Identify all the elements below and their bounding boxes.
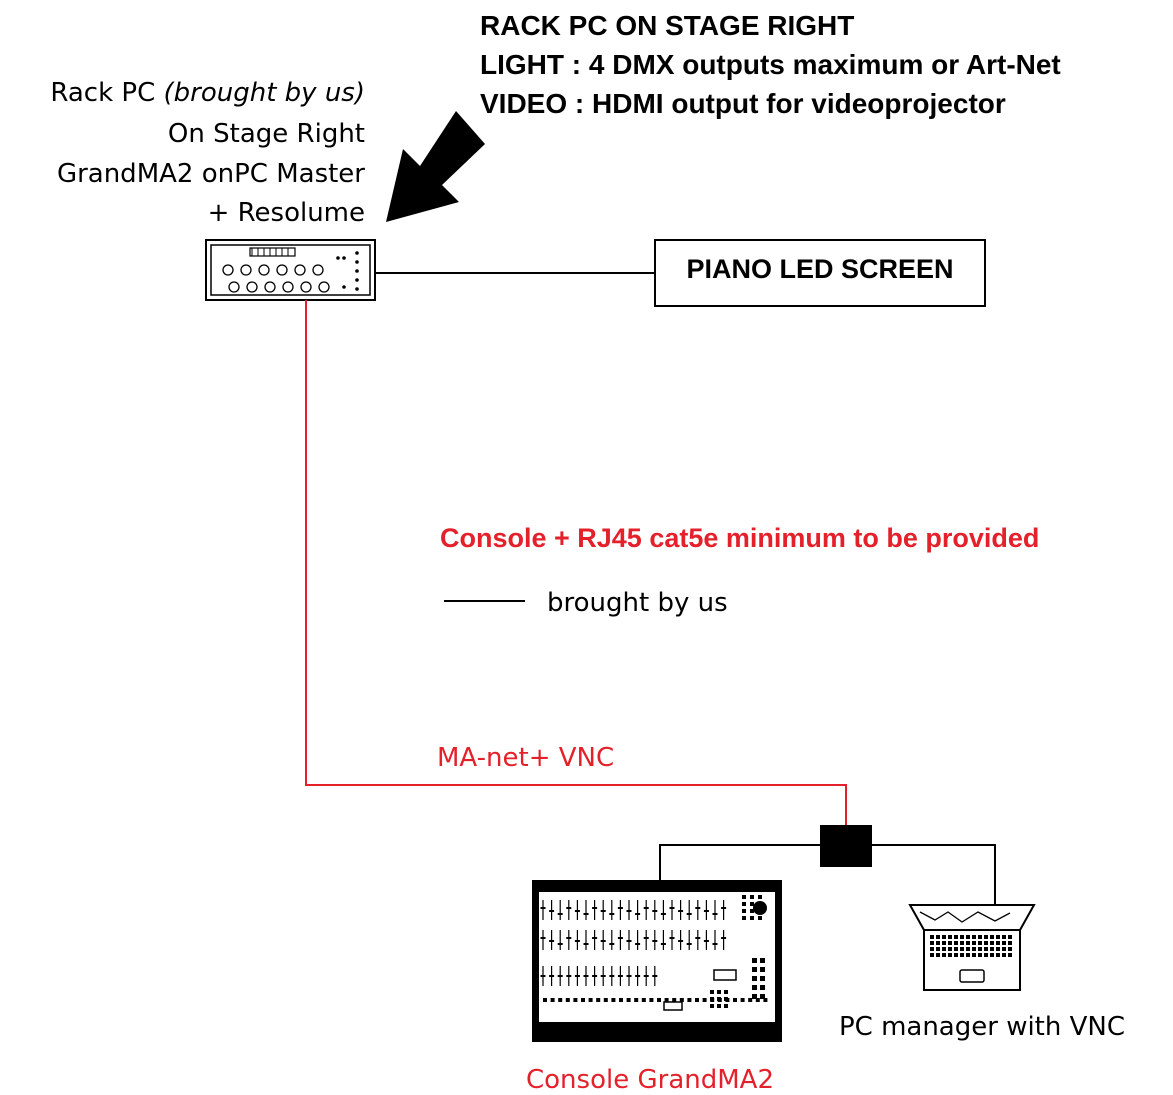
rack-pc-line-2: On Stage Right	[168, 119, 365, 149]
rack-pc-line-4: + Resolume	[208, 198, 365, 228]
rack-pc-icon	[205, 239, 376, 301]
header-line-2: LIGHT : 4 DMX outputs maximum or Art-Net	[480, 49, 1061, 80]
piano-led-screen-label: PIANO LED SCREEN	[686, 254, 953, 284]
network-switch-icon	[820, 825, 872, 867]
header-line-3: VIDEO : HDMI output for videoprojector	[480, 88, 1006, 119]
rack-pc-line-3: GrandMA2 onPC Master	[57, 159, 365, 189]
cable-switch-to-console	[659, 844, 820, 880]
rack-pc-line-1-italic: (brought by us)	[164, 78, 366, 108]
notice-text: Console + RJ45 cat5e minimum to be provi…	[440, 523, 1039, 553]
console-label: Console GrandMA2	[526, 1065, 774, 1095]
header-line-1: RACK PC ON STAGE RIGHT	[480, 10, 854, 41]
ma-net-cable	[305, 300, 847, 825]
rack-pc-line-1-prefix: Rack PC	[50, 78, 163, 108]
laptop-icon	[908, 904, 1036, 991]
console-icon	[532, 880, 782, 1042]
ma-net-label: MA-net+ VNC	[437, 743, 614, 773]
laptop-label: PC manager with VNC	[839, 1012, 1125, 1042]
arrow-icon	[386, 111, 485, 222]
cable-switch-to-laptop	[872, 844, 996, 905]
rack-pc-line-1: Rack PC (brought by us)	[50, 78, 365, 108]
piano-led-screen-box	[654, 239, 986, 307]
legend-label: brought by us	[547, 588, 728, 618]
